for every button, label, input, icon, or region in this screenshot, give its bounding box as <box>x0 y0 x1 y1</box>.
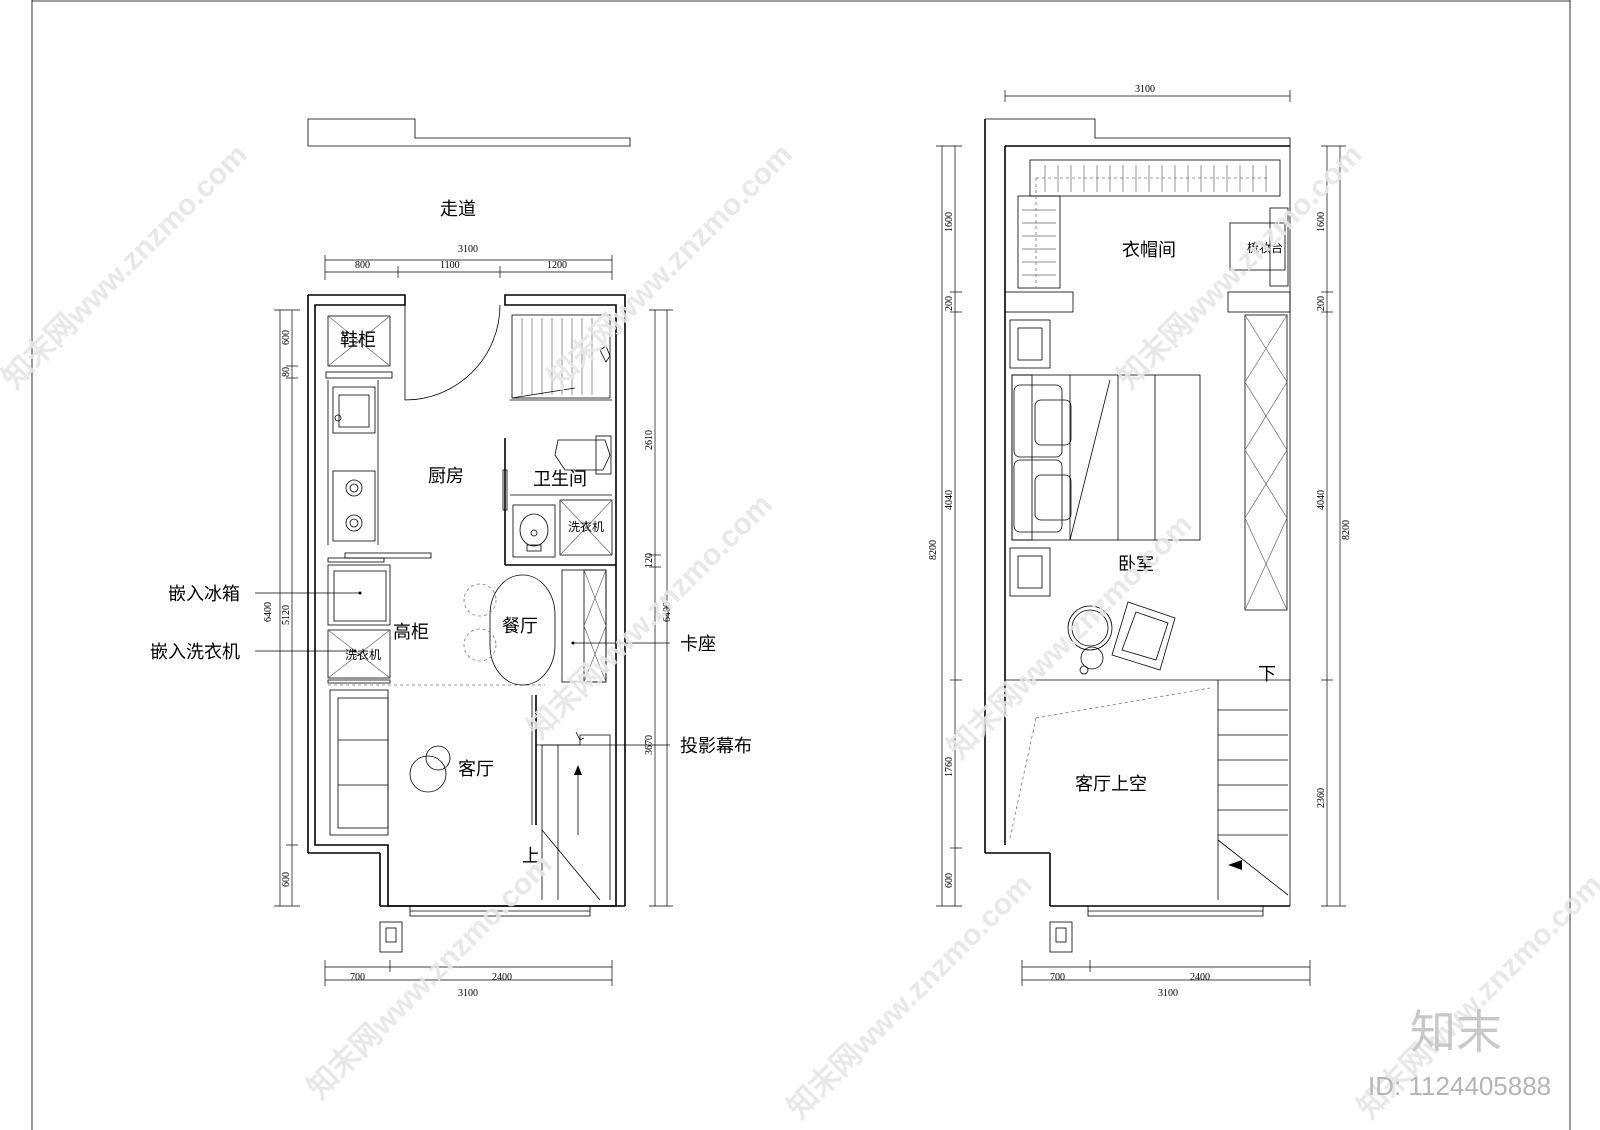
dim-text: 4040 <box>944 490 955 510</box>
label-corridor: 走道 <box>440 199 476 220</box>
dim-text: 3100 <box>458 988 478 999</box>
watermarks: 知末网www.znzmo.com 知末网www.znzmo.com 知末网www… <box>0 138 1600 1125</box>
dim-text: 4040 <box>1316 490 1327 510</box>
watermark-text: 知末网www.znzmo.com <box>0 138 254 395</box>
label-living-room: 客厅 <box>458 759 494 780</box>
label-bedroom: 卧室 <box>1118 554 1154 575</box>
label-booth: 卡座 <box>680 634 716 655</box>
brand-logo: 知末 <box>1410 1005 1502 1059</box>
watermark-text: 知末网www.znzmo.com <box>302 848 559 1105</box>
dim-text: 1760 <box>944 757 955 777</box>
label-dining: 餐厅 <box>502 616 538 637</box>
brand-id: ID: 1124405888 <box>1368 1071 1551 1101</box>
second-floor-plan <box>936 90 1346 986</box>
dim-text: 80 <box>281 367 292 377</box>
label-tall-cabinet: 高柜 <box>393 622 429 643</box>
dim-text: 200 <box>944 296 955 311</box>
label-kitchen: 厨房 <box>428 466 464 487</box>
label-living-void: 客厅上空 <box>1075 774 1147 795</box>
watermark-text: 知末网www.znzmo.com <box>782 868 1039 1125</box>
dim-text: 2400 <box>492 972 512 983</box>
dim-text: 700 <box>1050 972 1065 983</box>
label-down: 下 <box>1258 664 1276 685</box>
label-bathroom: 卫生间 <box>533 469 587 490</box>
label-projector-screen: 投影幕布 <box>680 736 752 757</box>
dim-text: 600 <box>281 872 292 887</box>
label-up: 上 <box>522 846 540 867</box>
dim-text: 5120 <box>281 605 292 625</box>
label-dresser: 梳妆台 <box>1247 240 1283 255</box>
watermark-text: 知末网www.znzmo.com <box>542 138 799 395</box>
dim-text: 3100 <box>458 244 478 255</box>
label-cloakroom: 衣帽间 <box>1122 240 1176 261</box>
sheet-frame <box>31 0 1571 1130</box>
dim-text: 2610 <box>644 430 655 450</box>
dim-text: 6400 <box>263 602 274 622</box>
dim-text: 3670 <box>644 735 655 755</box>
first-floor-plan <box>255 118 673 986</box>
dim-text: 2400 <box>1190 972 1210 983</box>
dim-text: 1100 <box>440 260 460 271</box>
dim-text: 6400 <box>662 602 673 622</box>
dim-text: 8200 <box>928 540 939 560</box>
dim-text: 2360 <box>1316 788 1327 808</box>
dim-text: 600 <box>944 873 955 888</box>
watermark-text: 知末网www.znzmo.com <box>942 508 1199 765</box>
dim-text: 8200 <box>1341 520 1352 540</box>
dim-text: 1600 <box>944 212 955 232</box>
label-washer-tall: 洗衣机 <box>345 647 381 662</box>
dim-text: 600 <box>281 330 292 345</box>
dim-text: 800 <box>355 260 370 271</box>
dim-text: 1600 <box>1316 212 1327 232</box>
room-labels: 走道 鞋柜 厨房 卫生间 洗衣机 嵌入冰箱 高柜 餐厅 洗衣机 嵌入洗衣机 卡座… <box>150 199 1283 867</box>
dim-text: 1200 <box>547 260 567 271</box>
label-built-in-washer: 嵌入洗衣机 <box>150 642 240 663</box>
dim-text: 120 <box>644 553 655 568</box>
dim-text: 3100 <box>1158 988 1178 999</box>
dim-text: 700 <box>350 972 365 983</box>
label-washer-bath: 洗衣机 <box>568 519 604 534</box>
label-built-in-fridge: 嵌入冰箱 <box>168 584 240 605</box>
label-shoe-cabinet: 鞋柜 <box>340 330 376 351</box>
dim-text: 200 <box>1316 296 1327 311</box>
dim-text: 3100 <box>1135 84 1155 95</box>
dimension-labels: 3100 800 1100 1200 600 80 5120 6400 600 … <box>263 84 1352 999</box>
